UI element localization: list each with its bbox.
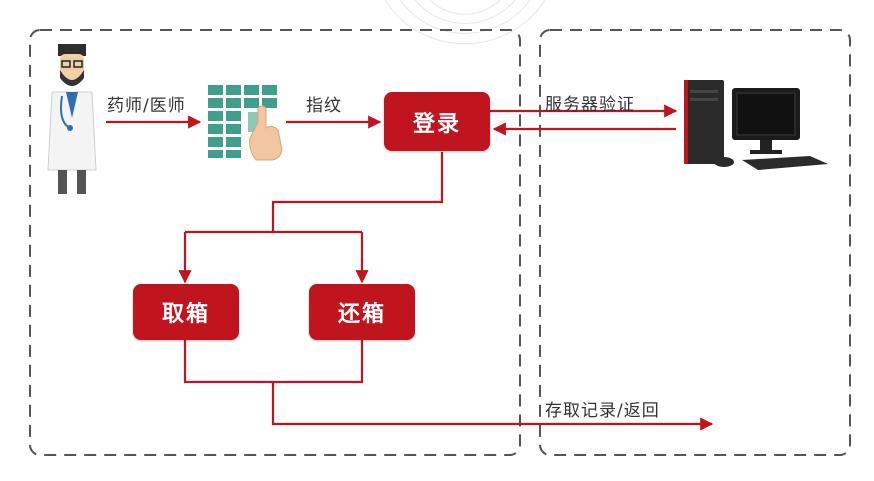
- desktop-computer-icon: [684, 80, 828, 170]
- fingerprint-keypad-icon: [208, 85, 283, 161]
- label-access-record: 存取记录/返回: [545, 401, 660, 421]
- local-region: [29, 29, 521, 456]
- label-pharmacist: 药师/医师: [107, 96, 186, 116]
- take-box-node: 取箱: [133, 284, 239, 340]
- background-arcs: [384, 0, 546, 45]
- flow-connectors: [106, 104, 714, 431]
- doctor-icon: [47, 44, 97, 194]
- label-server-verify: 服务器验证: [545, 95, 635, 115]
- return-box-node: 还箱: [309, 284, 415, 340]
- server-region: [539, 29, 851, 456]
- label-fingerprint: 指纹: [306, 96, 342, 116]
- login-node: 登录: [384, 92, 490, 151]
